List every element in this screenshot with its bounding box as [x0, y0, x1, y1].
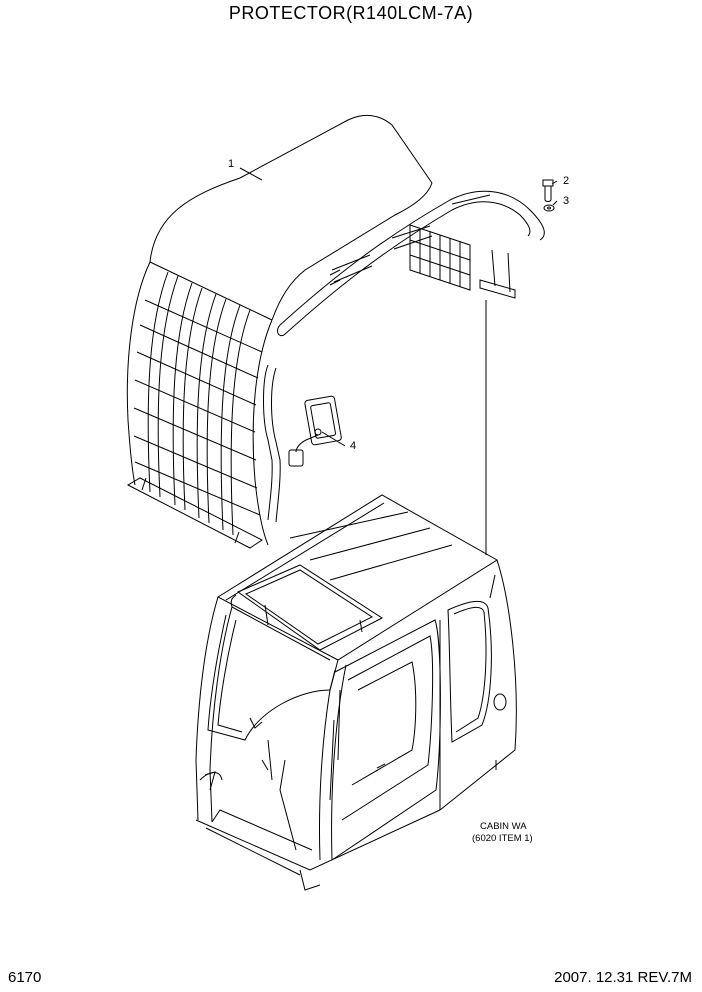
callout-2: 2 — [563, 175, 569, 187]
leader-lines — [239, 167, 558, 555]
front-guard-protector — [126, 114, 545, 549]
page-number: 6170 — [8, 969, 42, 986]
cabin-note-line1: CABIN WA — [480, 821, 527, 832]
bolt-part — [542, 179, 554, 202]
cabin-assembly — [195, 494, 517, 891]
callout-1: 1 — [228, 158, 234, 170]
cabin-note-line2: (6020 ITEM 1) — [472, 833, 533, 844]
washer-part — [543, 204, 555, 212]
callout-3: 3 — [563, 195, 569, 207]
date-revision: 2007. 12.31 REV.7M — [554, 969, 692, 986]
callout-4: 4 — [350, 440, 356, 452]
page-title: PROTECTOR(R140LCM-7A) — [228, 3, 474, 23]
